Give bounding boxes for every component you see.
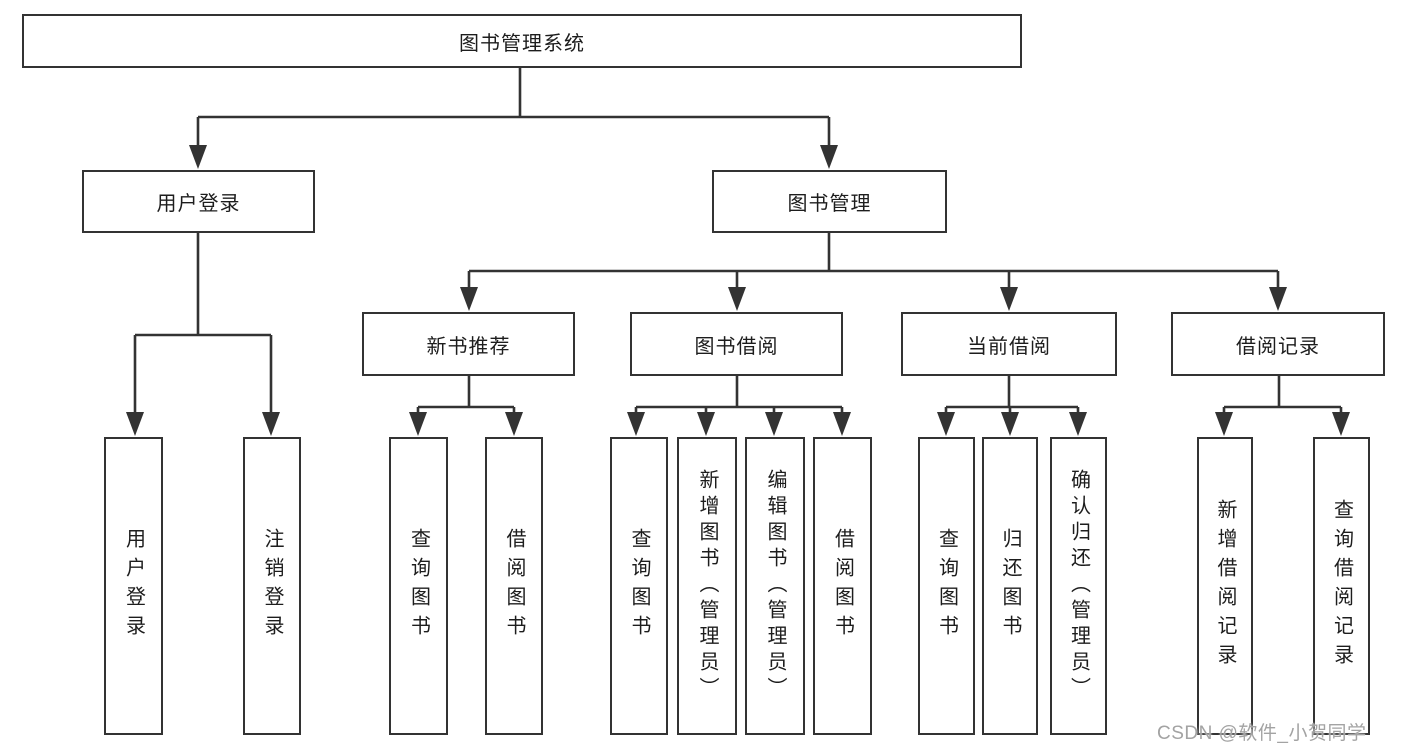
node-leaf-add-record-label: 新增借阅记录 xyxy=(1214,499,1236,673)
connector-rec-to-leaves xyxy=(416,376,516,414)
node-leaf-confirm-return-label: 确认归还（管理员） xyxy=(1067,469,1090,703)
node-leaf-return-book: 归还图书 xyxy=(982,437,1038,735)
node-leaf-query-book-3-label: 查询图书 xyxy=(935,528,958,644)
arrowhead-rec-leaves xyxy=(409,412,523,436)
node-new-book-rec: 新书推荐 xyxy=(362,312,575,376)
arrowhead-level3 xyxy=(460,287,1287,311)
node-leaf-query-book-1-label: 查询图书 xyxy=(407,528,430,644)
node-leaf-edit-book-label: 编辑图书（管理员） xyxy=(764,469,786,703)
connector-mgmt-to-level3 xyxy=(467,233,1280,289)
node-leaf-query-record: 查询借阅记录 xyxy=(1313,437,1370,735)
node-leaf-add-book: 新增图书（管理员） xyxy=(677,437,737,735)
node-leaf-return-book-label: 归还图书 xyxy=(999,528,1021,644)
node-leaf-confirm-return: 确认归还（管理员） xyxy=(1050,437,1107,735)
arrowhead-level2 xyxy=(189,145,838,169)
node-root-label: 图书管理系统 xyxy=(459,32,585,55)
arrowhead-borrow-leaves xyxy=(627,412,851,436)
node-leaf-add-record: 新增借阅记录 xyxy=(1197,437,1253,735)
connector-root-to-level2 xyxy=(196,68,831,147)
node-leaf-query-book-2: 查询图书 xyxy=(610,437,668,735)
node-book-mgmt: 图书管理 xyxy=(712,170,947,233)
node-current-borrow-label: 当前借阅 xyxy=(967,335,1051,358)
arrowhead-records-leaves xyxy=(1215,412,1350,436)
node-leaf-query-record-label: 查询借阅记录 xyxy=(1330,499,1353,673)
node-borrow-records-label: 借阅记录 xyxy=(1236,335,1320,358)
node-leaf-edit-book: 编辑图书（管理员） xyxy=(745,437,805,735)
node-leaf-query-book-3: 查询图书 xyxy=(918,437,975,735)
node-user-login: 用户登录 xyxy=(82,170,315,233)
node-leaf-query-book-2-label: 查询图书 xyxy=(628,528,650,644)
node-leaf-query-book-1: 查询图书 xyxy=(389,437,448,735)
node-new-book-rec-label: 新书推荐 xyxy=(426,335,511,358)
connector-borrow-to-leaves xyxy=(634,376,844,414)
node-leaf-borrow-book-1-label: 借阅图书 xyxy=(503,528,525,644)
node-leaf-logout: 注销登录 xyxy=(243,437,301,735)
node-user-login-label: 用户登录 xyxy=(156,193,241,215)
csdn-watermark: CSDN @软件_小贺同学 xyxy=(1157,723,1367,744)
connector-records-to-leaves xyxy=(1222,376,1343,414)
node-current-borrow: 当前借阅 xyxy=(901,312,1117,376)
arrowhead-current-leaves xyxy=(937,412,1087,436)
node-borrow-records: 借阅记录 xyxy=(1171,312,1385,376)
node-leaf-add-book-label: 新增图书（管理员） xyxy=(696,469,718,703)
arrowhead-login-leaves xyxy=(126,412,280,436)
node-leaf-user-login: 用户登录 xyxy=(104,437,163,735)
node-leaf-borrow-book-2: 借阅图书 xyxy=(813,437,872,735)
node-book-mgmt-label: 图书管理 xyxy=(787,193,872,215)
node-root: 图书管理系统 xyxy=(22,14,1022,68)
node-leaf-user-login-label: 用户登录 xyxy=(122,528,145,644)
node-book-borrow: 图书借阅 xyxy=(630,312,843,376)
node-leaf-logout-label: 注销登录 xyxy=(261,528,283,644)
node-leaf-borrow-book-2-label: 借阅图书 xyxy=(831,528,854,644)
node-book-borrow-label: 图书借阅 xyxy=(694,335,779,358)
connector-login-to-leaves xyxy=(133,233,273,414)
node-leaf-borrow-book-1: 借阅图书 xyxy=(485,437,543,735)
connector-current-to-leaves xyxy=(944,376,1080,414)
